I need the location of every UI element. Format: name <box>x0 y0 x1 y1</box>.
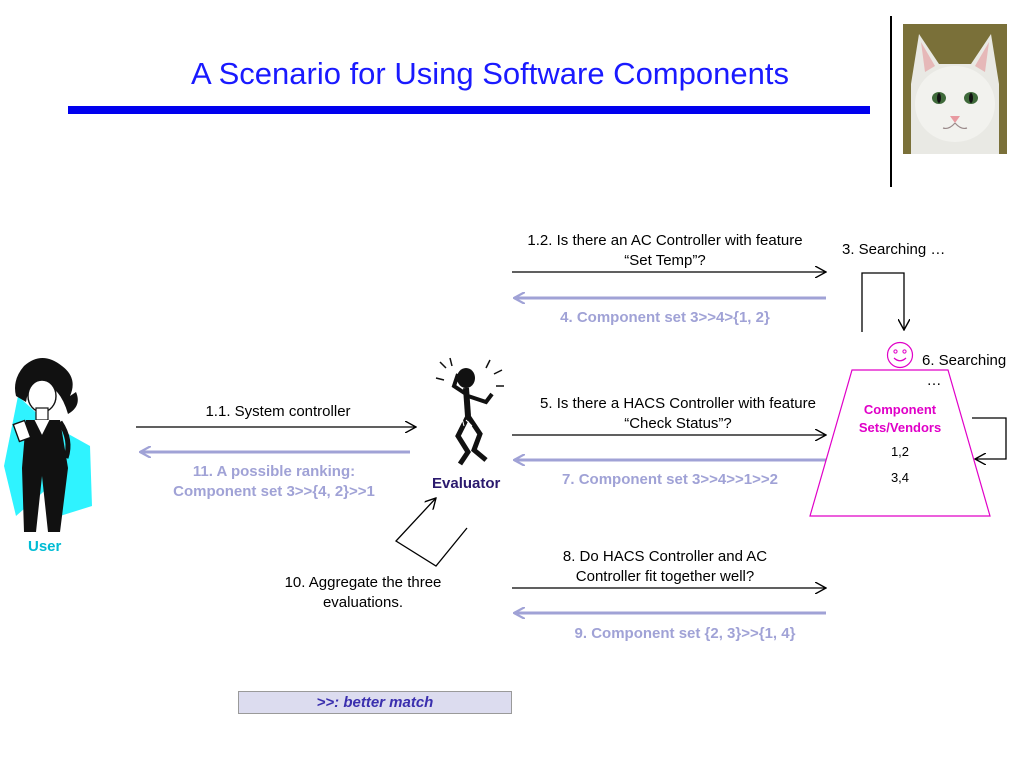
step-8-label-line1: 8. Do HACS Controller and AC <box>562 548 768 565</box>
step-9-label: 9. Component set {2, 3}>>{1, 4} <box>574 625 796 642</box>
user-label: User <box>28 538 62 555</box>
step-10-label-line2: evaluations. <box>322 594 404 611</box>
step-6-label-line1: 6. Searching <box>922 352 1007 369</box>
slide-title: A Scenario for Using Software Components <box>191 56 789 91</box>
step-5-label-line1: 5. Is there a HACS Controller with featu… <box>540 395 816 412</box>
step-1-1-label: 1.1. System controller <box>205 403 351 420</box>
step-11-label-line1: 11. A possible ranking: <box>192 463 356 480</box>
step-8-label-line2: Controller fit together well? <box>575 568 755 585</box>
evaluator-label: Evaluator <box>432 475 501 492</box>
vertical-divider <box>890 16 892 187</box>
component-db-title: Component Sets/Vendors <box>858 402 942 435</box>
step-3-label: 3. Searching … <box>842 241 946 258</box>
thinking-stick-figure-icon <box>435 357 504 466</box>
component-db-shape <box>809 369 991 517</box>
step-4-label: 4. Component set 3>>4>{1, 2} <box>560 309 770 326</box>
white-cat-photo <box>903 24 1007 154</box>
component-db-item: 1,2 <box>890 444 910 459</box>
step-6-label-line2: … <box>926 372 942 389</box>
title-underline <box>68 106 870 114</box>
step-7-label: 7. Component set 3>>4>>1>>2 <box>562 471 778 488</box>
step-10-label-line1: 10. Aggregate the three <box>284 574 442 591</box>
legend-box: >>: better match <box>238 691 512 714</box>
arrow-10-aggregate <box>394 498 468 567</box>
step-5-label-line2: “Check Status”? <box>624 415 732 432</box>
step-1-2-label-line1: 1.2. Is there an AC Controller with feat… <box>527 232 803 249</box>
step-1-2-label-line2: “Set Temp”? <box>624 252 706 269</box>
smiley-icon <box>886 341 914 369</box>
step-11-label-line2: Component set 3>>{4, 2}>>1 <box>173 483 375 500</box>
arrow-6-loop <box>972 417 1007 459</box>
woman-on-phone-icon <box>4 358 92 532</box>
arrow-3-loop <box>861 272 904 332</box>
component-db-item: 3,4 <box>890 470 910 485</box>
